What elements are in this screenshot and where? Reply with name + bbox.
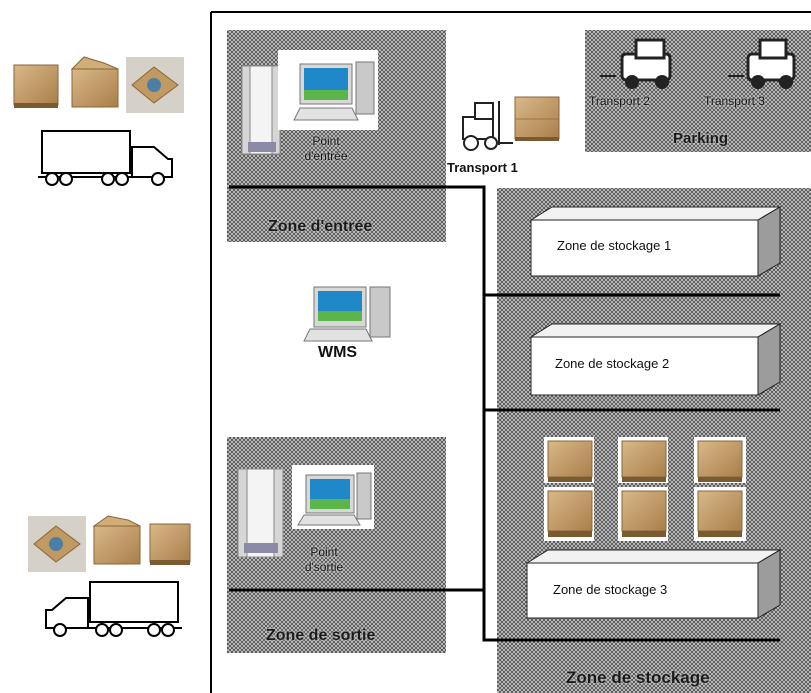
exit-point-label-line1: Point [310, 545, 338, 559]
transport-1-label: Transport 1 [447, 160, 518, 175]
box-contents-icon [126, 57, 184, 113]
box-icon [149, 523, 191, 565]
forklift-transport-2-icon [600, 38, 672, 89]
entry-point-label-line1: Point [312, 134, 340, 148]
entry-point-label-line2: d'entrée [304, 149, 348, 163]
parking-zone-title: Parking [673, 130, 729, 147]
exit-point-label-line2: d'sortie [304, 560, 344, 574]
pallet-box [694, 487, 746, 541]
pallet-box [618, 437, 668, 483]
entry-zone-title: Zone d'entrée [268, 218, 373, 235]
storage-zone-title: Zone de stockage [566, 668, 710, 687]
box-icon [13, 64, 59, 108]
forklift-transport-3-icon [728, 38, 796, 89]
storage-rack-2 [529, 323, 782, 396]
box-contents-icon [28, 516, 86, 572]
wms-computer-icon [303, 286, 391, 342]
transport-2-label: Transport 2 [589, 94, 650, 108]
exit-zone-title: Zone de sortie [266, 627, 376, 644]
wms-label: WMS [318, 344, 358, 361]
entry-gate-computer [241, 50, 378, 155]
pallet-box [544, 487, 594, 541]
storage-rack-3 [525, 549, 782, 619]
storage-area-2-label: Zone de stockage 2 [555, 356, 670, 371]
storage-area-3-label: Zone de stockage 3 [553, 582, 668, 597]
open-box-icon [92, 515, 141, 565]
outgoing-truck-group [28, 515, 191, 637]
storage-rack-1 [529, 206, 782, 277]
entry-point-label: Point d'entrée [296, 134, 356, 164]
open-box-icon [70, 56, 119, 108]
main-conveyor [446, 185, 780, 642]
exit-point-label: Point d'sortie [294, 545, 354, 575]
pallet-box [618, 487, 668, 541]
pallet-box [544, 437, 594, 483]
exit-gate-computer [237, 465, 374, 558]
pallet-box [694, 437, 746, 483]
transport-3-label: Transport 3 [704, 94, 765, 108]
truck-icon [38, 130, 173, 186]
stored-pallets [544, 437, 746, 541]
storage-area-1-label: Zone de stockage 1 [557, 238, 672, 253]
forklift-transport-1-icon [462, 96, 560, 151]
truck-icon [45, 581, 182, 637]
incoming-truck-group [13, 56, 184, 186]
